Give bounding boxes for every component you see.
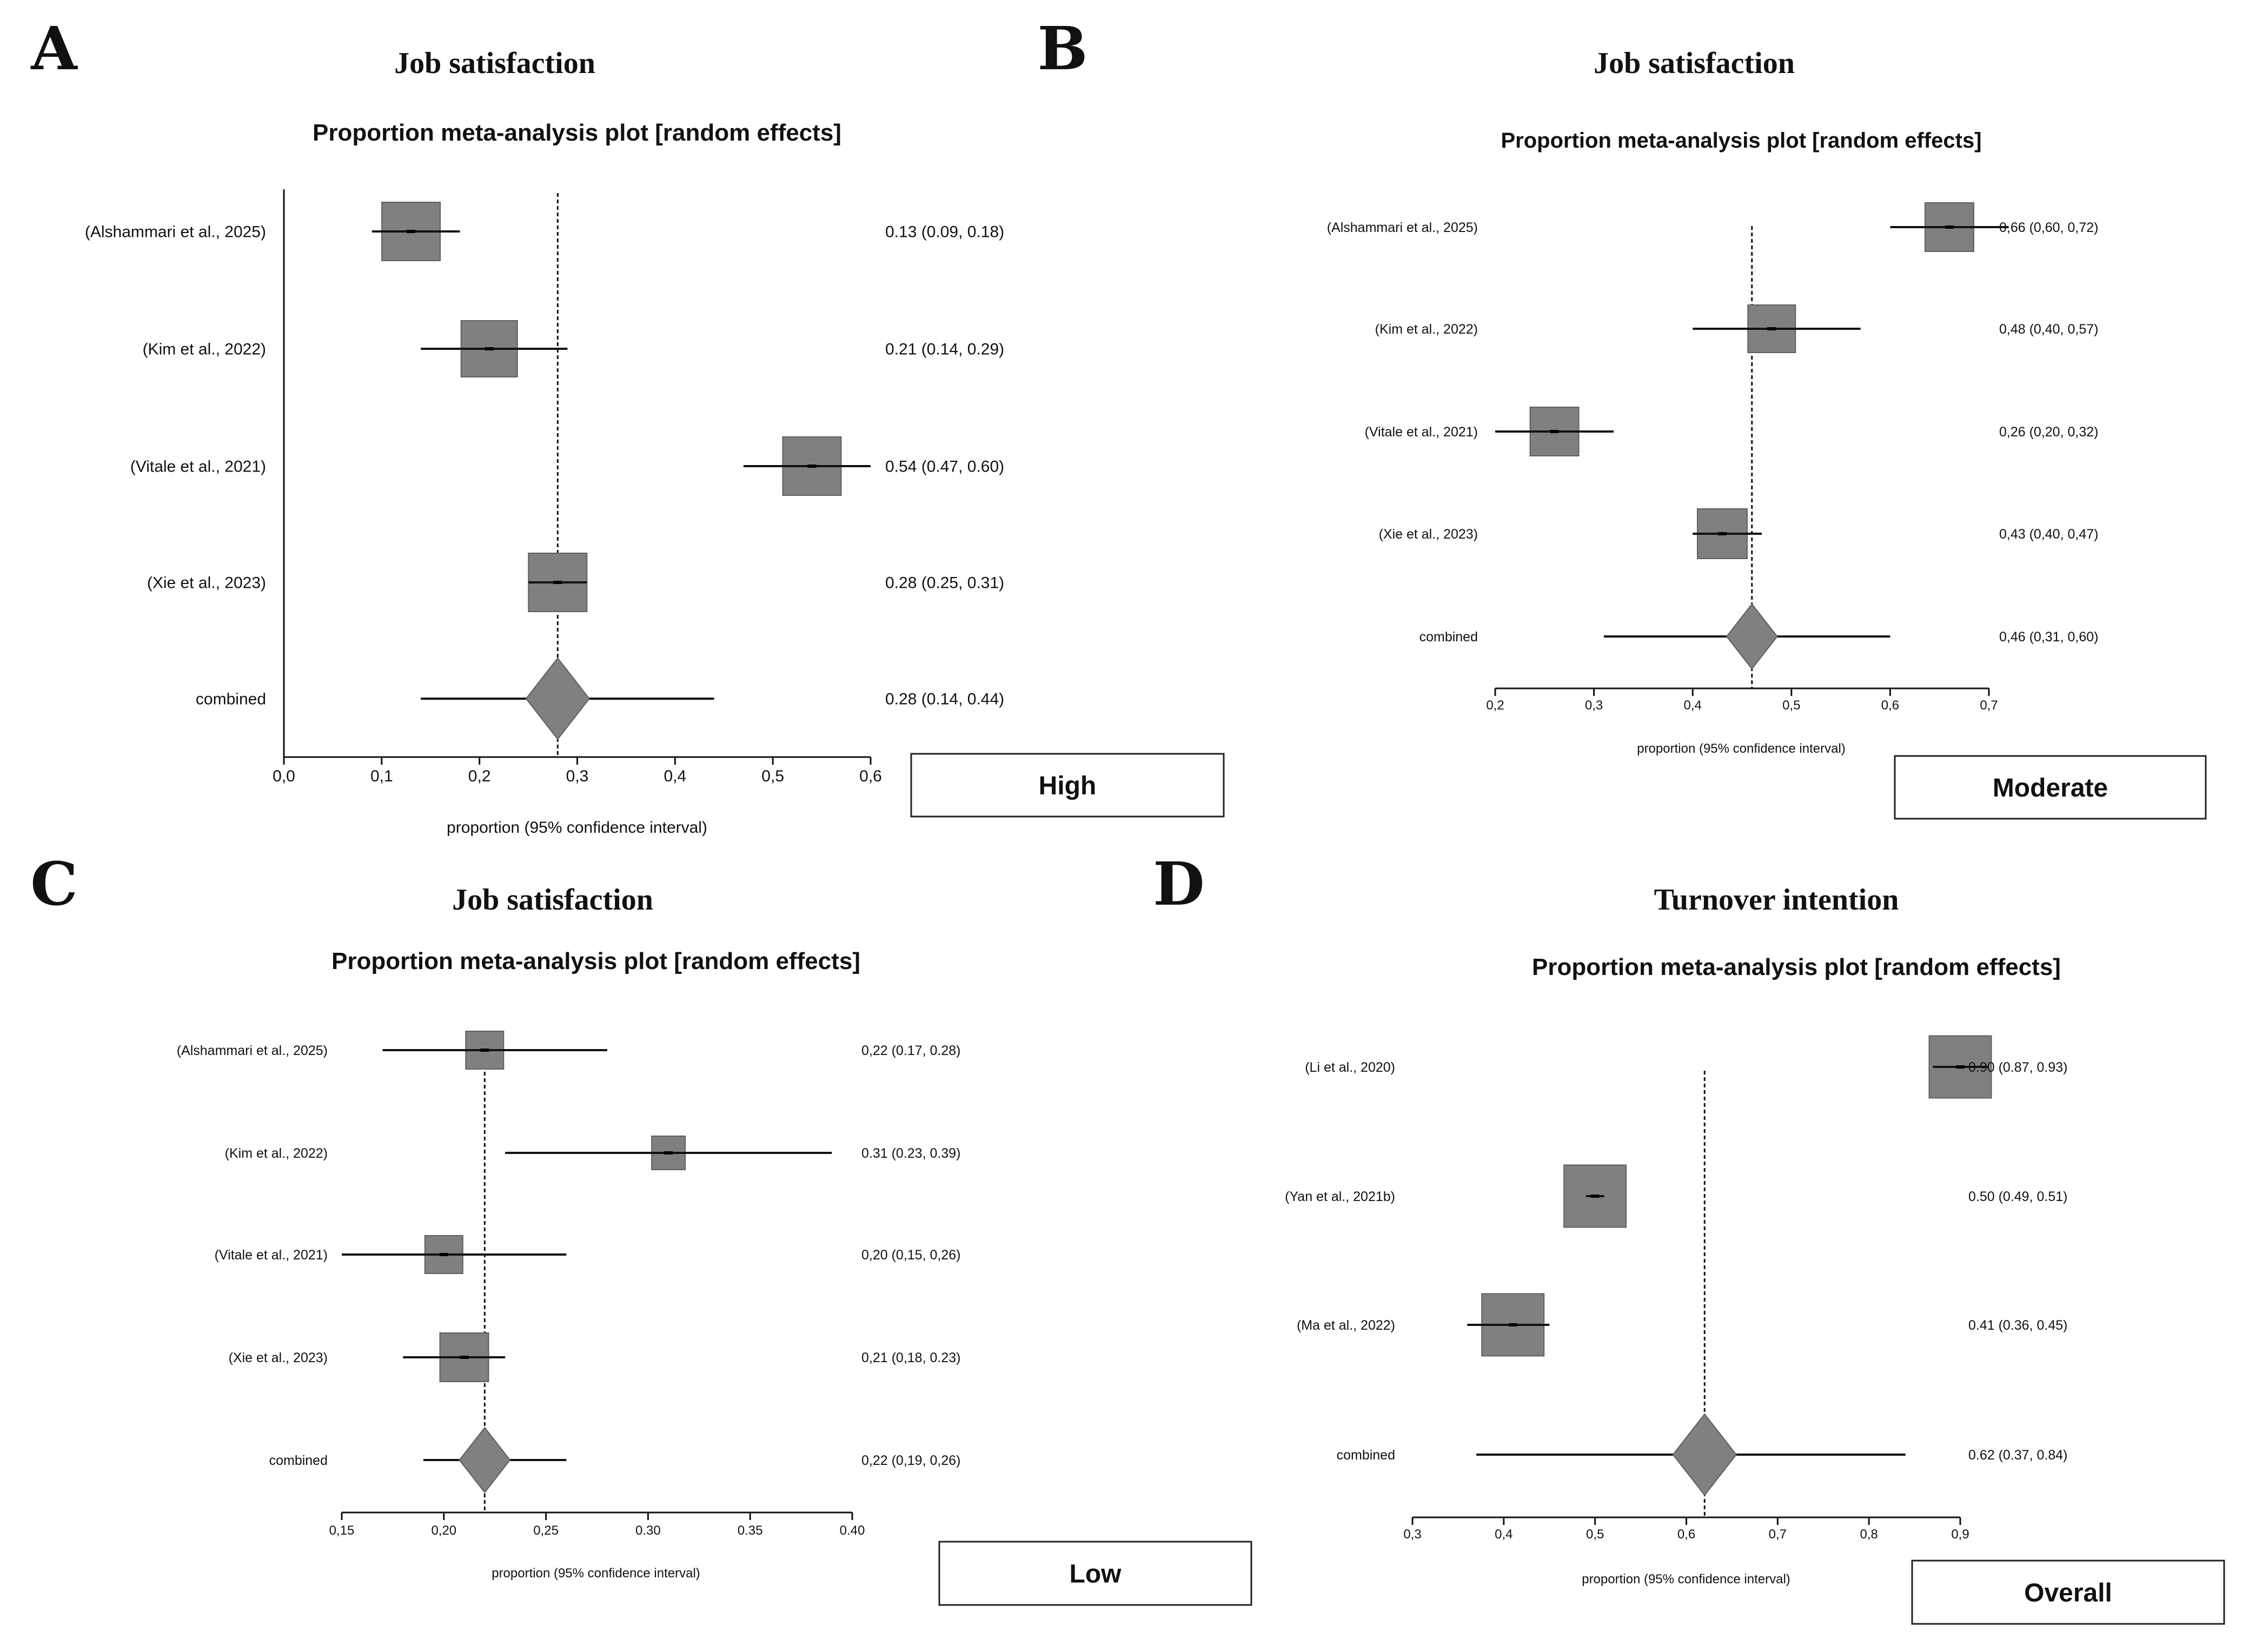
x-axis-label: proportion (95% confidence interval) [492, 1566, 700, 1581]
study-ci-text: 0.28 (0.25, 0.31) [885, 574, 1004, 592]
x-tick-label: 0,3 [566, 767, 589, 785]
x-tick-label: 0.35 [738, 1523, 763, 1538]
study-label: (Xie et al., 2023) [1379, 527, 1478, 542]
x-tick-label: 0,2 [1486, 698, 1504, 713]
category-box [1894, 755, 2207, 820]
x-tick-label: 0,15 [329, 1523, 355, 1538]
study-label: (Xie et al., 2023) [147, 574, 266, 592]
panel-title: Job satisfaction [394, 47, 595, 80]
study-ci-text: 0.54 (0.47, 0.60) [885, 458, 1004, 476]
x-tick-label: 0,6 [859, 767, 882, 785]
study-ci-text: 0,21 (0,18, 0.23) [861, 1350, 960, 1365]
panel-letter: C [30, 849, 78, 919]
category-label: Moderate [1993, 774, 2108, 802]
category-label: Overall [2024, 1578, 2112, 1607]
study-label: (Alshammari et al., 2025) [177, 1043, 328, 1058]
x-tick-label: 0,4 [1495, 1527, 1512, 1542]
study-label: (Kim et al., 2022) [225, 1146, 328, 1161]
x-tick-label: 0,5 [1586, 1527, 1604, 1542]
category-label: High [1039, 772, 1097, 800]
study-label: (Alshammari et al., 2025) [1327, 220, 1478, 235]
x-tick-label: 0,5 [761, 767, 784, 785]
combined-diamond [459, 1427, 511, 1494]
panel-letter: D [1153, 849, 1204, 919]
study-ci-text: 0,66 (0,60, 0,72) [1999, 220, 2098, 235]
x-axis-label: proportion (95% confidence interval) [447, 819, 707, 837]
panel-subtitle: Proportion meta-analysis plot [random ef… [1532, 954, 2061, 980]
panel-letter: B [1038, 14, 1088, 83]
study-label: (Ma et al., 2022) [1297, 1318, 1395, 1333]
study-label: (Alshammari et al., 2025) [85, 223, 266, 241]
study-label: (Kim et al., 2022) [1375, 322, 1478, 337]
study-ci-text: 0.13 (0.09, 0.18) [885, 223, 1004, 241]
x-tick-label: 0,20 [431, 1523, 456, 1538]
combined-diamond [1726, 603, 1778, 670]
study-label: (Vitale et al., 2021) [130, 458, 266, 476]
x-tick-label: 0,1 [370, 767, 393, 785]
study-ci-text: 0.41 (0.36, 0.45) [1968, 1318, 2067, 1333]
category-box [910, 753, 1225, 818]
combined-ci-text: 0,46 (0,31, 0,60) [1999, 629, 2098, 645]
study-ci-text: 0.21 (0.14, 0.29) [885, 341, 1004, 359]
x-axis-label: proportion (95% confidence interval) [1582, 1572, 1790, 1587]
study-ci-text: 0,48 (0,40, 0,57) [1999, 322, 2098, 337]
panel-subtitle: Proportion meta-analysis plot [random ef… [1501, 129, 1981, 152]
category-box [1911, 1560, 2225, 1625]
panel-subtitle: Proportion meta-analysis plot [random ef… [331, 948, 860, 974]
combined-ci-text: 0.28 (0.14, 0.44) [885, 691, 1004, 708]
x-tick-label: 0,9 [1951, 1527, 1969, 1542]
combined-diamond [525, 657, 591, 740]
study-ci-text: 0,43 (0,40, 0,47) [1999, 527, 2098, 542]
combined-label: combined [1337, 1448, 1395, 1463]
study-ci-text: 0,26 (0,20, 0,32) [1999, 424, 2098, 440]
panel-letter: A [30, 14, 78, 83]
combined-ci-text: 0.62 (0.37, 0.84) [1968, 1448, 2067, 1463]
x-tick-label: 0.40 [840, 1523, 865, 1538]
study-ci-text: 0.90 (0.87, 0.93) [1968, 1060, 2067, 1075]
x-tick-label: 0,3 [1585, 698, 1603, 713]
x-axis-label: proportion (95% confidence interval) [1637, 741, 1846, 756]
category-label: Low [1070, 1560, 1122, 1588]
x-tick-label: 0,0 [273, 767, 295, 785]
study-ci-text: 0,20 (0,15, 0,26) [861, 1248, 960, 1263]
combined-label: combined [196, 691, 266, 708]
study-label: (Yan et al., 2021b) [1285, 1189, 1395, 1204]
study-ci-text: 0.31 (0.23, 0.39) [861, 1146, 960, 1161]
study-ci-text: 0,22 (0.17, 0.28) [861, 1043, 960, 1058]
combined-label: combined [1419, 629, 1478, 645]
category-box [938, 1541, 1252, 1606]
combined-label: combined [269, 1453, 328, 1468]
x-tick-label: 0,8 [1860, 1527, 1878, 1542]
x-tick-label: 0,6 [1677, 1527, 1695, 1542]
x-tick-label: 0,4 [664, 767, 686, 785]
study-label: (Li et al., 2020) [1305, 1060, 1395, 1075]
x-tick-label: 0,25 [533, 1523, 559, 1538]
x-tick-label: 0.30 [635, 1523, 661, 1538]
x-tick-label: 0,6 [1881, 698, 1899, 713]
study-label: (Kim et al., 2022) [143, 341, 266, 359]
panel-title: Turnover intention [1654, 883, 1899, 917]
x-tick-label: 0,2 [468, 767, 491, 785]
x-tick-label: 0,5 [1782, 698, 1800, 713]
panel-subtitle: Proportion meta-analysis plot [random ef… [313, 120, 841, 146]
x-tick-label: 0,7 [1980, 698, 1998, 713]
study-label: (Vitale et al., 2021) [1365, 424, 1478, 440]
study-label: (Vitale et al., 2021) [215, 1248, 328, 1263]
study-ci-text: 0.50 (0.49, 0.51) [1968, 1189, 2067, 1204]
panel-title: Job satisfaction [1594, 47, 1795, 80]
study-label: (Xie et al., 2023) [229, 1350, 328, 1365]
x-tick-label: 0,4 [1684, 698, 1702, 713]
combined-diamond [1672, 1413, 1737, 1496]
x-tick-label: 0,7 [1769, 1527, 1787, 1542]
x-tick-label: 0,3 [1403, 1527, 1421, 1542]
panel-title: Job satisfaction [452, 883, 653, 917]
combined-ci-text: 0,22 (0,19, 0,26) [861, 1453, 960, 1468]
